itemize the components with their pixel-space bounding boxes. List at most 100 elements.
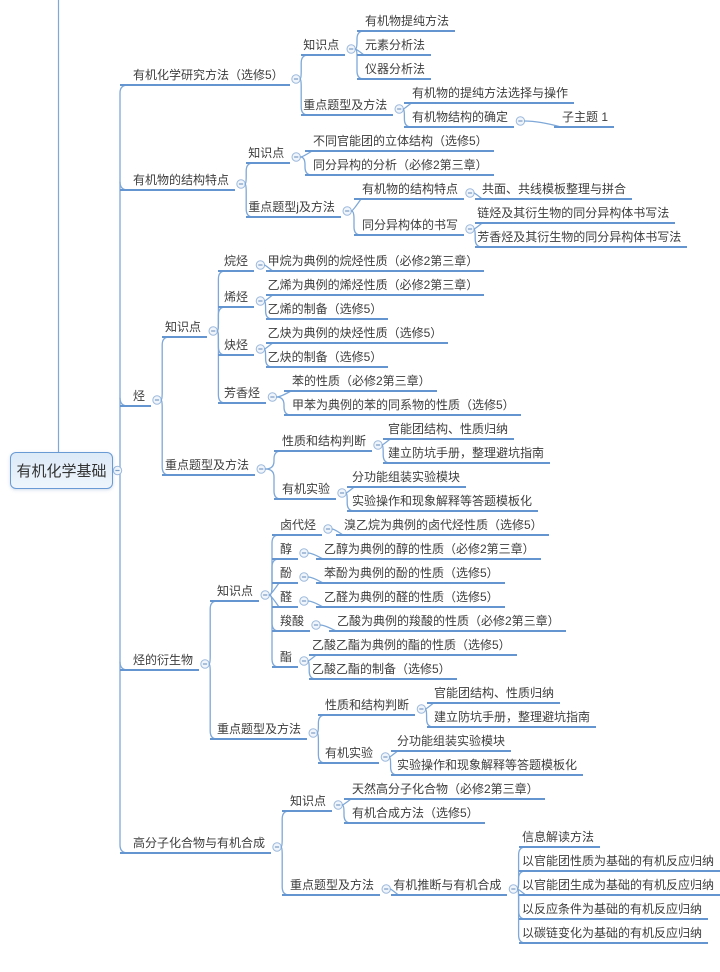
topic-node[interactable]: 乙酸乙酯为典例的酯的性质（选修5） xyxy=(309,637,517,656)
topic-node[interactable]: 甲烷为典例的烷烃性质（必修2第三章） xyxy=(265,253,485,272)
topic-node[interactable]: 有机实验 xyxy=(318,745,379,764)
topic-node[interactable]: 以碳链变化为基础的有机反应归纳 xyxy=(518,925,708,944)
minus-circle-icon[interactable] xyxy=(373,440,383,450)
topic-node[interactable]: 性质和结构判断 xyxy=(318,697,415,716)
topic-node[interactable]: 芳香烃及其衍生物的同分异构体书写法 xyxy=(475,229,688,248)
topic-node[interactable]: 卤代烃 xyxy=(272,517,323,536)
topic-node[interactable]: 乙烯为典例的烯烃性质（必修2第三章） xyxy=(265,277,485,296)
topic-node[interactable]: 实验操作和现象解释等答题模板化 xyxy=(390,757,583,776)
topic-node[interactable]: 同分异构体的书写 xyxy=(354,217,465,236)
minus-circle-icon[interactable] xyxy=(333,800,343,810)
minus-circle-icon[interactable] xyxy=(200,659,210,669)
topic-node[interactable]: 子主题 1 xyxy=(554,109,615,128)
topic-node[interactable]: 重点题型及方法 xyxy=(301,97,394,116)
minus-circle-icon[interactable] xyxy=(394,104,404,114)
topic-node[interactable]: 重点题型及方法 xyxy=(210,721,307,740)
topic-node[interactable]: 乙酸为典例的羧酸的性质（必修2第三章） xyxy=(329,613,566,632)
minus-circle-icon[interactable] xyxy=(260,590,270,600)
topic-node[interactable]: 官能团结构、性质归纳 xyxy=(426,685,560,704)
branch-topic[interactable]: 烃 xyxy=(120,388,152,407)
minus-circle-icon[interactable] xyxy=(416,704,427,714)
topic-node[interactable]: 乙炔为典例的炔烃性质（选修5） xyxy=(265,325,449,344)
topic-node[interactable]: 实验操作和现象解释等答题模板化 xyxy=(347,493,538,512)
minus-circle-icon[interactable] xyxy=(152,395,162,405)
topic-node[interactable]: 有机实验 xyxy=(274,481,337,500)
topic-node[interactable]: 烷烃 xyxy=(218,253,254,272)
topic-node[interactable]: 分功能组装实验模块 xyxy=(390,733,511,752)
minus-circle-icon[interactable] xyxy=(299,656,309,666)
minus-circle-icon[interactable] xyxy=(465,224,475,234)
topic-node[interactable]: 信息解读方法 xyxy=(518,829,600,848)
topic-node[interactable]: 仪器分析法 xyxy=(357,61,432,80)
topic-node[interactable]: 分功能组装实验模块 xyxy=(347,469,466,488)
topic-node[interactable]: 羧酸 xyxy=(272,613,311,632)
branch-topic[interactable]: 有机化学研究方法（选修5） xyxy=(120,67,290,86)
minus-circle-icon[interactable] xyxy=(256,464,266,474)
topic-node[interactable]: 知识点 xyxy=(162,319,207,338)
topic-node[interactable]: 性质和结构判断 xyxy=(274,433,373,452)
minus-circle-icon[interactable] xyxy=(381,884,391,894)
topic-node[interactable]: 以反应条件为基础的有机反应归纳 xyxy=(518,901,708,920)
minus-circle-icon[interactable] xyxy=(208,326,218,336)
minus-circle-icon[interactable] xyxy=(465,188,475,198)
minus-circle-icon[interactable] xyxy=(508,884,519,894)
topic-node[interactable]: 知识点 xyxy=(301,37,346,56)
topic-node[interactable]: 甲苯为典例的苯的同系物的性质（选修5） xyxy=(284,397,521,416)
minus-circle-icon[interactable] xyxy=(380,752,391,762)
topic-node[interactable]: 乙酸乙酯的制备（选修5） xyxy=(309,661,457,680)
topic-node[interactable]: 建立防坑手册，整理避坑指南 xyxy=(383,445,550,464)
topic-node[interactable]: 重点题型及方法 xyxy=(282,877,380,896)
topic-node[interactable]: 醛 xyxy=(272,589,299,608)
topic-node[interactable]: 乙醛为典例的醛的性质（选修5） xyxy=(316,589,505,608)
topic-node[interactable]: 炔烃 xyxy=(218,337,254,356)
topic-node[interactable]: 知识点 xyxy=(210,583,259,602)
minus-circle-icon[interactable] xyxy=(337,488,347,498)
topic-node[interactable]: 知识点 xyxy=(246,145,291,164)
topic-node[interactable]: 苯的性质（必修2第三章） xyxy=(284,373,437,392)
minus-circle-icon[interactable] xyxy=(299,596,309,606)
branch-topic[interactable]: 高分子化合物与有机合成 xyxy=(120,835,272,854)
minus-circle-icon[interactable] xyxy=(291,152,301,162)
topic-node[interactable]: 共面、共线模板整理与拼合 xyxy=(475,181,632,200)
topic-node[interactable]: 乙烯的制备（选修5） xyxy=(265,301,389,320)
topic-node[interactable]: 苯酚为典例的酚的性质（选修5） xyxy=(316,565,505,584)
topic-node[interactable]: 链烃及其衍生物的同分异构体书写法 xyxy=(475,205,676,224)
minus-circle-icon[interactable] xyxy=(299,572,309,582)
topic-node[interactable]: 同分异构的分析（必修2第三章） xyxy=(305,157,494,176)
topic-node[interactable]: 酯 xyxy=(272,649,299,668)
root-topic[interactable]: 有机化学基础 xyxy=(10,452,113,489)
minus-circle-icon[interactable] xyxy=(515,116,526,126)
topic-node[interactable]: 以官能团生成为基础的有机反应归纳 xyxy=(518,877,720,896)
topic-node[interactable]: 有机推断与有机合成 xyxy=(391,877,508,896)
minus-circle-icon[interactable] xyxy=(323,524,333,534)
topic-node[interactable]: 有机物结构的确定 xyxy=(404,109,514,128)
minus-circle-icon[interactable] xyxy=(299,548,309,558)
minus-circle-icon[interactable] xyxy=(267,392,278,402)
topic-node[interactable]: 建立防坑手册，整理避坑指南 xyxy=(426,709,596,728)
minus-circle-icon[interactable] xyxy=(342,206,352,216)
topic-node[interactable]: 芳香烃 xyxy=(218,385,266,404)
topic-node[interactable]: 有机物的提纯方法选择与操作 xyxy=(404,85,574,104)
topic-node[interactable]: 有机合成方法（选修5） xyxy=(344,805,485,824)
minus-circle-icon[interactable] xyxy=(112,465,123,476)
minus-circle-icon[interactable] xyxy=(272,842,282,852)
minus-circle-icon[interactable] xyxy=(311,620,321,630)
topic-node[interactable]: 元素分析法 xyxy=(357,37,432,56)
minus-circle-icon[interactable] xyxy=(308,728,318,738)
minus-circle-icon[interactable] xyxy=(236,179,246,189)
minus-circle-icon[interactable] xyxy=(255,260,266,270)
topic-node[interactable]: 重点题型及方法 xyxy=(162,457,255,476)
topic-node[interactable]: 以官能团性质为基础的有机反应归纳 xyxy=(518,853,720,872)
branch-topic[interactable]: 烃的衍生物 xyxy=(120,652,200,671)
topic-node[interactable]: 天然高分子化合物（必修2第三章） xyxy=(344,781,545,800)
topic-node[interactable]: 有机物的结构特点 xyxy=(354,181,465,200)
topic-node[interactable]: 知识点 xyxy=(282,793,332,812)
topic-node[interactable]: 官能团结构、性质归纳 xyxy=(383,421,514,440)
minus-circle-icon[interactable] xyxy=(255,344,266,354)
minus-circle-icon[interactable] xyxy=(346,44,356,54)
topic-node[interactable]: 醇 xyxy=(272,541,299,560)
topic-node[interactable]: 酚 xyxy=(272,565,299,584)
topic-node[interactable]: 不同官能团的立体结构（选修5） xyxy=(305,133,494,152)
branch-topic[interactable]: 有机物的结构特点 xyxy=(120,172,236,191)
topic-node[interactable]: 乙炔的制备（选修5） xyxy=(265,349,389,368)
